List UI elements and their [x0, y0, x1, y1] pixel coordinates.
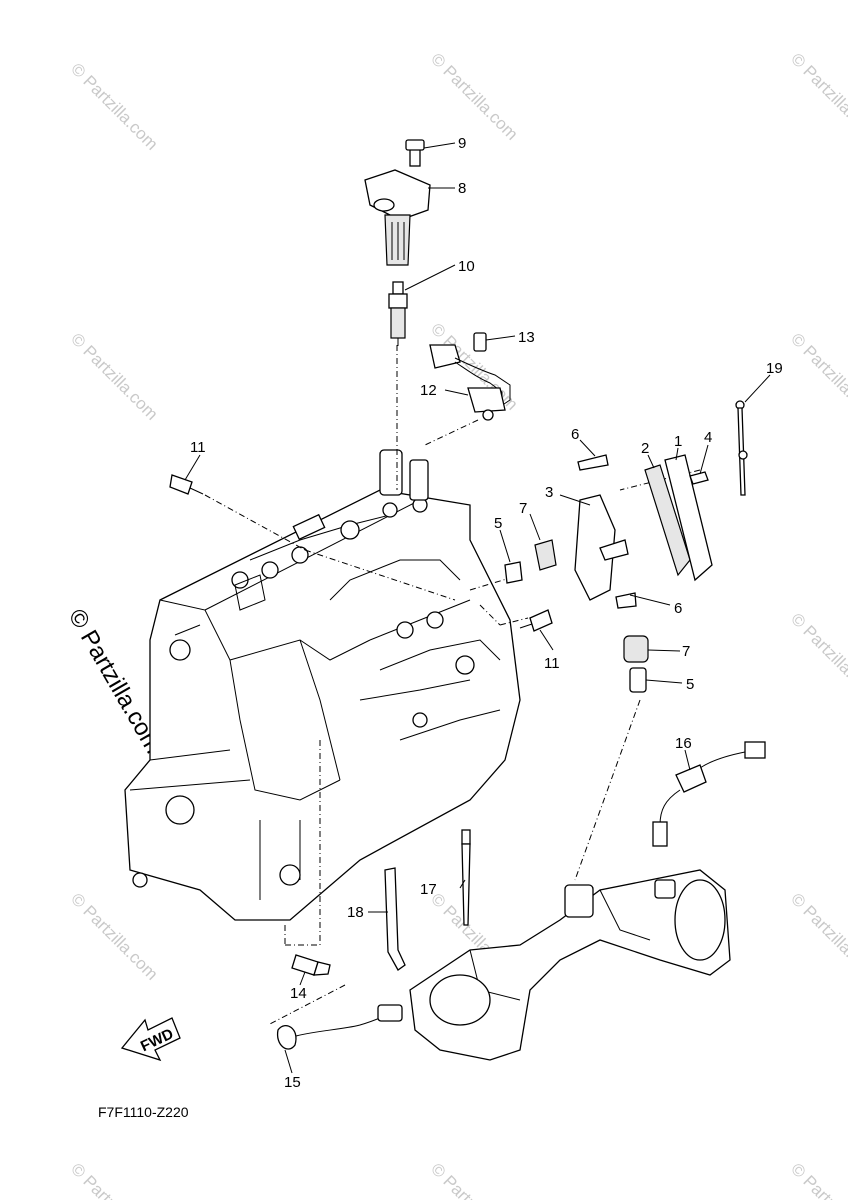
watermark: © Partzilla.com: [787, 329, 848, 423]
callout-label: 6: [571, 426, 579, 443]
watermark: © Partzilla.com: [427, 1159, 521, 1200]
callout-label: 14: [290, 985, 307, 1002]
callout-label: 7: [519, 500, 527, 517]
callout-labels: 1 2 3 4 5 5 6 6 7 7 8 9 10 11 11 12 13 1…: [190, 135, 783, 1091]
drawing-code: F7F1110-Z220: [98, 1104, 189, 1120]
callout-label: 13: [518, 329, 535, 346]
pickup-sensor-illustration: [276, 954, 403, 1050]
cable-tie-illustration: [384, 400, 748, 971]
watermark: © Partzilla.com: [67, 329, 161, 423]
watermark: © Partzilla.com: [787, 889, 848, 983]
watermark: © Partzilla.com: [427, 49, 521, 143]
callout-label: 19: [766, 360, 783, 377]
callout-label: 7: [682, 643, 690, 660]
callout-label: 2: [641, 440, 649, 457]
callout-label: 4: [704, 429, 712, 446]
callout-label: 3: [545, 484, 553, 501]
callout-label: 11: [544, 655, 560, 672]
callout-label: 1: [674, 433, 682, 450]
callout-label: 15: [284, 1074, 301, 1091]
watermark: © Partzilla.com: [67, 889, 161, 983]
callout-label: 18: [347, 904, 364, 921]
engine-block-illustration: [124, 449, 521, 921]
bracket-assembly-illustration: [504, 454, 713, 693]
callout-label: 9: [458, 135, 466, 152]
callout-label: 5: [686, 676, 694, 693]
knock-sensor-illustration: [652, 741, 766, 847]
watermark: © Partzilla.com: [67, 1159, 161, 1200]
fwd-direction-arrow: FWD: [120, 1017, 181, 1062]
spark-plug-illustration: [388, 281, 408, 346]
callout-label: 5: [494, 515, 502, 532]
callout-label: 6: [674, 600, 682, 617]
callout-label: 12: [420, 382, 437, 399]
callout-label: 10: [458, 258, 475, 275]
callout-label: 11: [190, 439, 206, 456]
exhaust-manifold-illustration: [409, 869, 731, 1061]
ignition-coil-illustration: [364, 139, 431, 266]
watermark: © Partzilla.com: [787, 1159, 848, 1200]
watermark: © Partzilla.com: [787, 49, 848, 143]
cam-sensor-illustration: [429, 332, 511, 421]
callout-label: 16: [675, 735, 692, 752]
leader-lines: [204, 345, 701, 1026]
watermark: © Partzilla.com: [787, 609, 848, 703]
callout-label: 8: [458, 180, 466, 197]
callout-label: 17: [420, 881, 437, 898]
callout-leaders: [184, 142, 771, 1074]
watermark: © Partzilla.com: [67, 59, 161, 153]
